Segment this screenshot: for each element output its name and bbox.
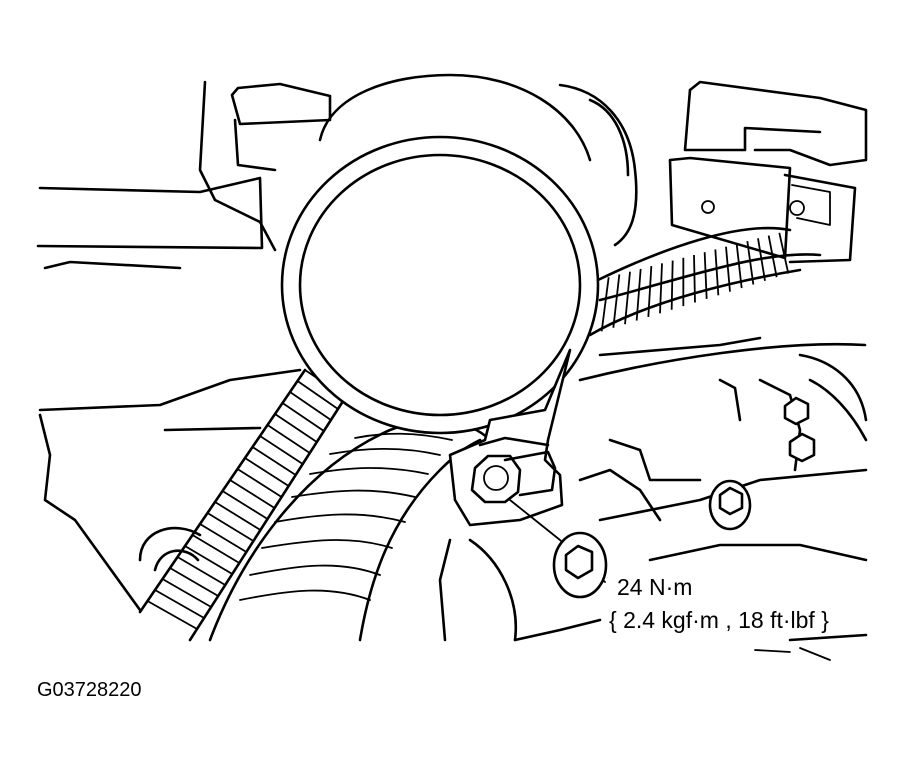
hatch-line xyxy=(714,249,720,296)
small-bolt-3 xyxy=(708,479,752,531)
hatch-line xyxy=(703,252,708,299)
hatch-line xyxy=(177,556,226,586)
hatch-line xyxy=(237,468,283,498)
hatch-line xyxy=(757,238,766,281)
hatch-line xyxy=(693,254,696,303)
hatch-line xyxy=(267,424,311,454)
hatch-line xyxy=(635,268,642,321)
hatch-line xyxy=(147,600,198,630)
hatch-line xyxy=(600,277,610,332)
hatch-line xyxy=(624,271,631,325)
hatch-line xyxy=(154,589,205,619)
hatch-line xyxy=(767,235,778,278)
hatch-line xyxy=(259,435,304,465)
wiring-harness-hatching xyxy=(600,232,790,332)
hatch-line xyxy=(296,380,339,410)
small-bolt-1 xyxy=(783,396,810,426)
hatch-line xyxy=(778,232,790,274)
small-bolt-2 xyxy=(788,432,816,463)
bolt xyxy=(470,450,557,504)
hatch-line xyxy=(222,490,268,520)
engine-block-outline xyxy=(36,80,332,612)
figure-id-label: G03728220 xyxy=(37,679,142,701)
hatch-line xyxy=(169,567,219,597)
hose-band-hatching xyxy=(147,380,339,630)
hatch-line xyxy=(289,391,332,421)
hatch-line xyxy=(162,578,212,608)
torque-value-label: 24 N·m xyxy=(617,574,693,600)
hatch-line xyxy=(199,523,247,553)
small-bolt-4 xyxy=(552,531,608,599)
hatch-line xyxy=(647,266,653,317)
hatch-line xyxy=(659,263,663,314)
hatch-line xyxy=(725,246,731,292)
hatch-line xyxy=(612,274,621,328)
hatch-line xyxy=(184,545,233,575)
hatch-line xyxy=(274,413,318,443)
hatch-line xyxy=(735,243,743,289)
hatch-line xyxy=(244,457,290,487)
wiring-harness xyxy=(578,226,867,382)
sensor-connector xyxy=(668,80,868,264)
hatch-line xyxy=(229,479,276,509)
hatch-line xyxy=(207,512,254,542)
hatch-line xyxy=(192,534,240,564)
corrugated-hose xyxy=(208,420,492,642)
hatch-line xyxy=(670,260,674,310)
torque-alternate-units-label: { 2.4 kgf·m , 18 ft·lbf } xyxy=(609,607,829,633)
hatch-line xyxy=(252,446,297,476)
hatch-line xyxy=(281,402,325,432)
hatch-line xyxy=(214,501,261,531)
air-intake-duct xyxy=(280,73,638,435)
